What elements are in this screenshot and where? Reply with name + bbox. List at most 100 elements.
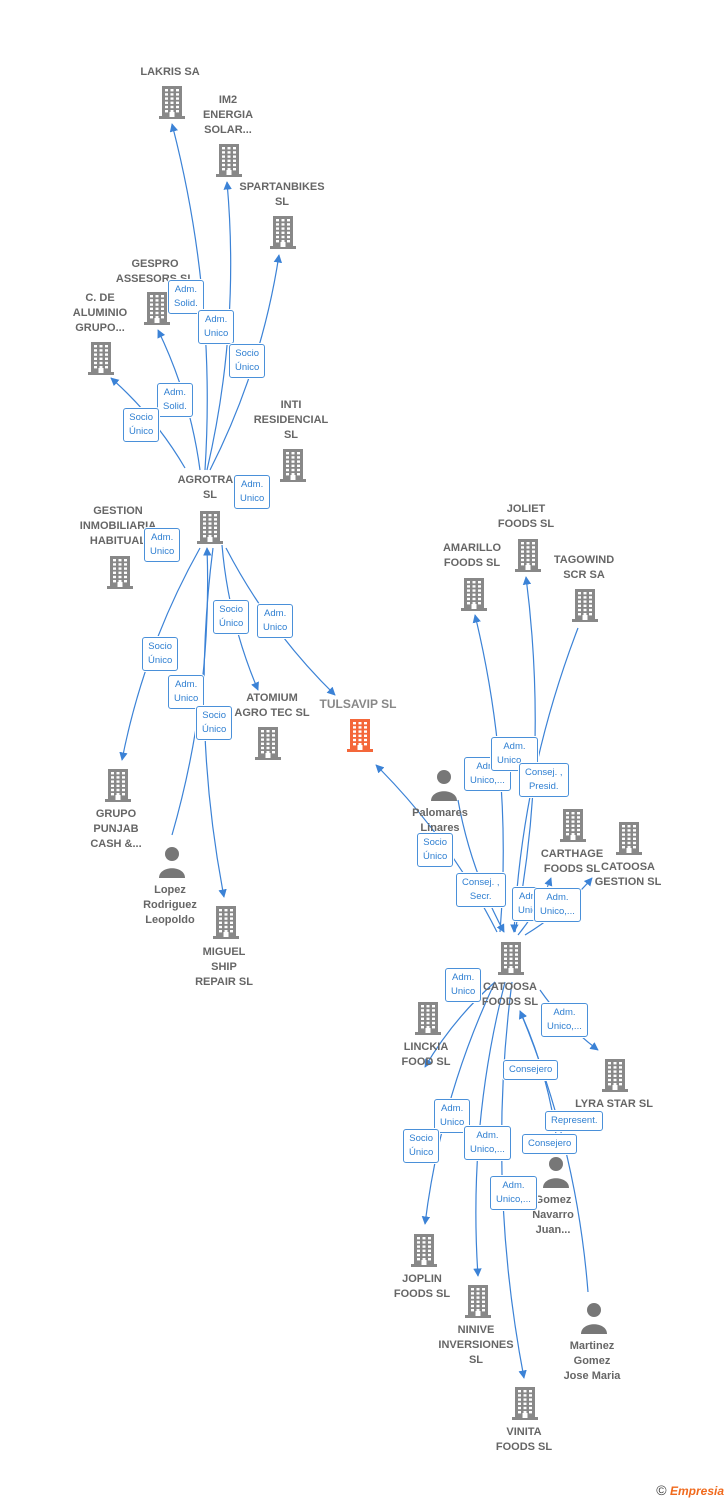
edge-catoosafoods-linckia bbox=[424, 981, 496, 1068]
relation-badge-line: Único bbox=[423, 851, 448, 862]
node-label-line: HABITUAL bbox=[89, 535, 147, 547]
node-label-line: Jose Maria bbox=[563, 1370, 621, 1382]
relation-badge-line: Presid. bbox=[528, 781, 559, 792]
building-icon[interactable] bbox=[511, 1386, 539, 1420]
relation-badge[interactable]: Adm.Unico bbox=[257, 604, 294, 638]
relation-badge-line: Socio bbox=[409, 1133, 434, 1144]
relation-badge-line: Unico,... bbox=[540, 906, 575, 917]
relation-badge-line: Adm. bbox=[476, 1130, 499, 1141]
person-icon[interactable] bbox=[158, 845, 186, 879]
relation-badge-line: Consejero bbox=[528, 1138, 572, 1149]
relation-badge-line: Adm. bbox=[151, 532, 174, 543]
relation-badge[interactable]: Adm.Solid. bbox=[157, 383, 193, 417]
node-label-line: Gomez bbox=[573, 1355, 611, 1367]
building-icon[interactable] bbox=[104, 768, 132, 802]
person-icon[interactable] bbox=[580, 1301, 608, 1335]
relation-badge[interactable]: Adm.Unico bbox=[168, 675, 205, 709]
relation-badge[interactable]: Represent. bbox=[545, 1111, 604, 1131]
building-icon[interactable] bbox=[615, 821, 643, 855]
building-icon[interactable] bbox=[497, 941, 525, 975]
building-icon[interactable] bbox=[269, 215, 297, 249]
node-label-line: GESPRO bbox=[131, 258, 179, 270]
building-icon[interactable] bbox=[410, 1233, 438, 1267]
building-main-icon[interactable] bbox=[346, 718, 374, 752]
relation-badge[interactable]: Adm.Unico bbox=[198, 310, 235, 344]
building-icon[interactable] bbox=[143, 291, 171, 325]
building-icon[interactable] bbox=[87, 341, 115, 375]
person-icon[interactable] bbox=[430, 768, 458, 802]
footer-brand[interactable]: © Empresia bbox=[656, 1482, 724, 1498]
relation-badge-line: Unico bbox=[240, 493, 265, 504]
relation-badge[interactable]: Adm.Unico,... bbox=[464, 757, 511, 791]
relation-badge[interactable]: Adm.Unico,... bbox=[534, 888, 581, 922]
relation-badge-line: Adm. bbox=[553, 1007, 576, 1018]
relation-badge-line: Adm. bbox=[163, 387, 186, 398]
relation-badge[interactable]: Consej. ,Secr. bbox=[456, 873, 506, 907]
relation-badge-line: Unico bbox=[440, 1117, 465, 1128]
node-label-lakris[interactable]: LAKRIS SA bbox=[140, 65, 199, 80]
building-icon[interactable] bbox=[460, 577, 488, 611]
building-icon[interactable] bbox=[212, 905, 240, 939]
node-label-line: TAGOWIND bbox=[553, 554, 615, 566]
building-icon[interactable] bbox=[158, 85, 186, 119]
node-label-tulsavip[interactable]: TULSAVIP SL bbox=[320, 697, 397, 712]
building-icon[interactable] bbox=[215, 143, 243, 177]
relation-badge[interactable]: Consejero bbox=[522, 1134, 578, 1154]
building-icon[interactable] bbox=[571, 588, 599, 622]
relation-badge[interactable]: Adm.Unico,... bbox=[490, 1176, 537, 1210]
relation-badge-line: Unico bbox=[150, 546, 175, 557]
building-icon[interactable] bbox=[559, 808, 587, 842]
node-label-line: JOPLIN bbox=[402, 1273, 442, 1285]
building-icon[interactable] bbox=[196, 510, 224, 544]
relation-badge[interactable]: Consej. ,Presid. bbox=[519, 763, 569, 797]
relation-badge[interactable]: Adm.Unico,... bbox=[464, 1126, 511, 1160]
relation-badge[interactable]: Adm.Unico,... bbox=[541, 1003, 588, 1037]
relation-badge[interactable]: Adm.Unico bbox=[234, 475, 271, 509]
building-icon[interactable] bbox=[254, 726, 282, 760]
building-icon[interactable] bbox=[279, 448, 307, 482]
building-icon[interactable] bbox=[464, 1284, 492, 1318]
relation-badge[interactable]: Adm. Unico bbox=[144, 528, 181, 562]
relation-badge-line: Adm. bbox=[264, 608, 287, 619]
building-icon[interactable] bbox=[106, 555, 134, 589]
person-icon[interactable] bbox=[542, 1155, 570, 1189]
relation-badge[interactable]: Adm.Unico bbox=[445, 968, 482, 1002]
relation-badge[interactable]: Consejero bbox=[503, 1060, 559, 1080]
building-icon[interactable] bbox=[601, 1058, 629, 1092]
relation-badge[interactable]: Adm.Solid. bbox=[168, 280, 204, 314]
building-icon[interactable] bbox=[514, 538, 542, 572]
relation-badge-line: Adm. bbox=[503, 741, 526, 752]
node-label-lyrastar[interactable]: LYRA STAR SL bbox=[575, 1097, 653, 1112]
node-label-line: GESTION SL bbox=[594, 876, 662, 888]
building-icon[interactable] bbox=[414, 1001, 442, 1035]
